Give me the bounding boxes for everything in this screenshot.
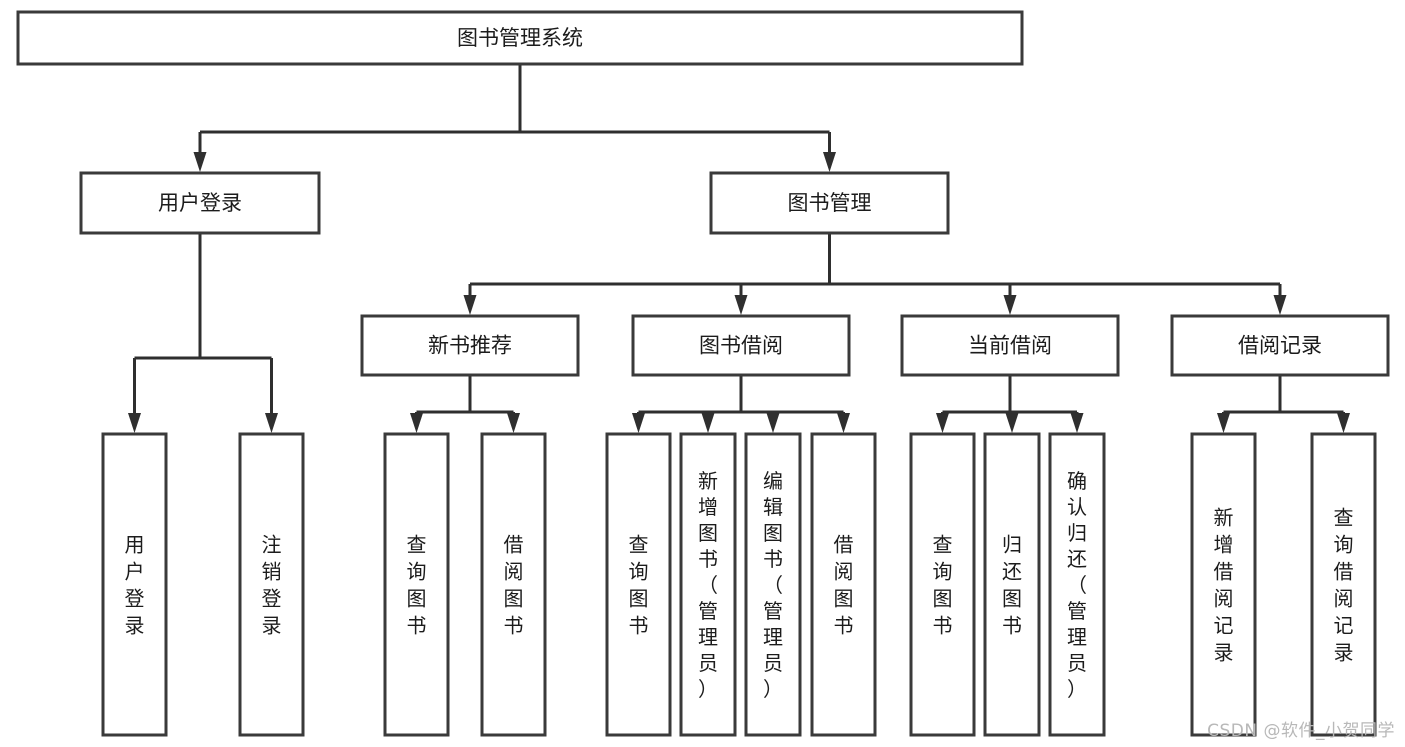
arrow-head-icon: [1003, 295, 1017, 315]
leaf-node-leaf-query-book-current[interactable]: 查询图书: [909, 432, 976, 737]
leaf-node-leaf-add-borrow-record[interactable]: 新增借阅记录: [1190, 432, 1257, 737]
arrow-head-icon: [1217, 413, 1230, 433]
node-box[interactable]: [1310, 432, 1377, 737]
arrow-head-icon: [823, 152, 836, 172]
node-box[interactable]: [605, 432, 672, 737]
arrow-head-icon: [128, 413, 141, 433]
level2-node-user-login[interactable]: 用户登录: [79, 171, 321, 235]
node-box[interactable]: [744, 432, 802, 737]
node-label: 图书管理: [788, 191, 872, 215]
node-box[interactable]: [983, 432, 1041, 737]
arrow-head-icon: [734, 295, 748, 315]
node-box[interactable]: [16, 10, 1024, 66]
arrow-head-icon: [1273, 295, 1287, 315]
level2-node-book-management[interactable]: 图书管理: [709, 171, 950, 235]
node-label: 查询图书: [629, 533, 649, 638]
arrow-head-icon: [1337, 413, 1350, 433]
leaf-node-leaf-query-book-borrow[interactable]: 查询图书: [605, 432, 672, 737]
arrow-head-icon: [936, 413, 949, 433]
leaf-node-leaf-return-book[interactable]: 归还图书: [983, 432, 1041, 737]
node-label: 确认归还（管理员）: [1067, 469, 1087, 701]
node-label: 借阅图书: [504, 533, 524, 638]
arrow-head-icon: [766, 413, 780, 433]
node-label: 图书借阅: [699, 334, 783, 358]
node-label: 借阅图书: [834, 533, 854, 638]
arrow-head-icon: [632, 413, 645, 433]
leaf-node-leaf-borrow-book[interactable]: 借阅图书: [810, 432, 877, 737]
leaf-node-leaf-query-book-recommend[interactable]: 查询图书: [383, 432, 450, 737]
node-label: 借阅记录: [1238, 334, 1322, 358]
node-box[interactable]: [480, 432, 547, 737]
leaf-node-leaf-logout-login[interactable]: 注销登录: [238, 432, 305, 737]
arrow-head-icon: [507, 413, 520, 433]
arrow-head-icon: [265, 413, 278, 433]
csdn-watermark: CSDN @软件_小贺同学: [1207, 721, 1395, 741]
node-box[interactable]: [101, 432, 168, 737]
node-box[interactable]: [79, 171, 321, 235]
node-box[interactable]: [1170, 314, 1390, 377]
arrow-head-icon: [837, 413, 850, 433]
arrow-head-icon: [1005, 413, 1019, 433]
node-label: 用户登录: [125, 533, 145, 638]
node-label: 归还图书: [1002, 533, 1022, 638]
node-box[interactable]: [1190, 432, 1257, 737]
node-label: 用户登录: [158, 191, 242, 215]
node-box[interactable]: [1048, 432, 1106, 737]
arrow-head-icon: [701, 413, 715, 433]
node-label: 当前借阅: [968, 334, 1052, 358]
node-label: 查询图书: [407, 533, 427, 638]
nodes-layer: 图书管理系统用户登录图书管理新书推荐图书借阅当前借阅借阅记录用户登录注销登录查询…: [16, 10, 1390, 737]
node-box[interactable]: [360, 314, 580, 377]
level3-node-current-borrow[interactable]: 当前借阅: [900, 314, 1120, 377]
node-label: 查询借阅记录: [1334, 506, 1354, 665]
arrow-head-icon: [410, 413, 423, 433]
leaf-node-leaf-add-book[interactable]: 新增图书（管理员）: [679, 432, 737, 737]
node-label: 注销登录: [262, 533, 282, 638]
node-box[interactable]: [909, 432, 976, 737]
node-label: 新增借阅记录: [1214, 506, 1234, 665]
leaf-node-leaf-edit-book[interactable]: 编辑图书（管理员）: [744, 432, 802, 737]
node-label: 图书管理系统: [457, 26, 583, 50]
leaf-node-leaf-user-login[interactable]: 用户登录: [101, 432, 168, 737]
leaf-node-leaf-query-borrow-record[interactable]: 查询借阅记录: [1310, 432, 1377, 737]
arrow-head-icon: [463, 295, 477, 315]
leaf-node-leaf-borrow-book-recommend[interactable]: 借阅图书: [480, 432, 547, 737]
level3-node-new-book-recommend[interactable]: 新书推荐: [360, 314, 580, 377]
node-box[interactable]: [631, 314, 851, 377]
node-box[interactable]: [679, 432, 737, 737]
arrow-head-icon: [193, 152, 207, 172]
node-label: 新增图书（管理员）: [698, 469, 718, 701]
node-label: 新书推荐: [428, 334, 512, 358]
node-label: 编辑图书（管理员）: [763, 469, 783, 701]
leaf-node-leaf-confirm-return[interactable]: 确认归还（管理员）: [1048, 432, 1106, 737]
node-box[interactable]: [709, 171, 950, 235]
arrow-head-icon: [1070, 413, 1084, 433]
node-box[interactable]: [383, 432, 450, 737]
level3-node-borrow-record[interactable]: 借阅记录: [1170, 314, 1390, 377]
connectors-layer: [128, 64, 1350, 433]
node-label: 查询图书: [933, 533, 953, 638]
node-box[interactable]: [900, 314, 1120, 377]
root-node-book-management-system[interactable]: 图书管理系统: [16, 10, 1024, 66]
node-box[interactable]: [810, 432, 877, 737]
node-box[interactable]: [238, 432, 305, 737]
level3-node-book-borrow[interactable]: 图书借阅: [631, 314, 851, 377]
